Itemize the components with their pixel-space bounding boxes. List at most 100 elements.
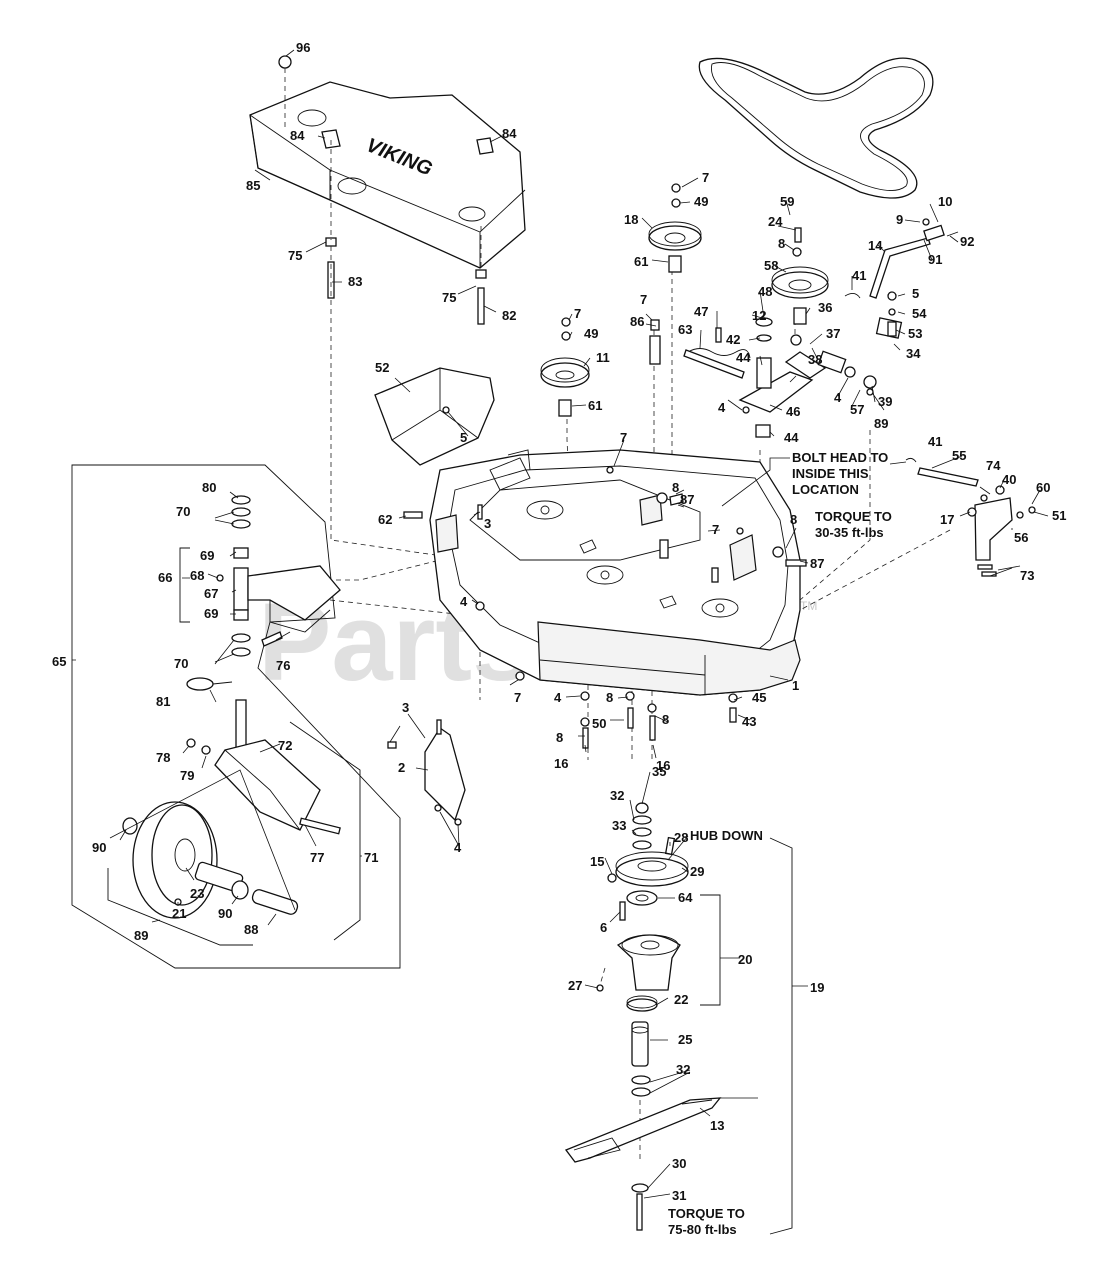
- callout-69: 69: [200, 548, 214, 563]
- callout-2: 2: [398, 760, 405, 775]
- callout-3: 3: [402, 700, 409, 715]
- callout-84: 84: [502, 126, 517, 141]
- callout-72: 72: [278, 738, 292, 753]
- callout-4: 4: [834, 390, 842, 405]
- callout-73: 73: [1020, 568, 1034, 583]
- callout-15: 15: [590, 854, 604, 869]
- callout-61: 61: [634, 254, 648, 269]
- callout-6: 6: [600, 920, 607, 935]
- carriage-bolt: [785, 559, 807, 567]
- callout-50: 50: [592, 716, 606, 731]
- drive-belt: [698, 57, 934, 199]
- caster-wheel: [122, 801, 299, 919]
- bolt: [715, 327, 722, 343]
- callout-68: 68: [190, 568, 204, 583]
- callout-89: 89: [874, 416, 888, 431]
- bolt: [742, 406, 750, 414]
- bracket-71: [289, 721, 361, 941]
- callout-77: 77: [310, 850, 324, 865]
- callout-66: 66: [158, 570, 172, 585]
- callout-8: 8: [778, 236, 785, 251]
- callout-84: 84: [290, 128, 305, 143]
- mower-deck: [429, 449, 801, 696]
- callout-8: 8: [790, 512, 797, 527]
- washer: [631, 1183, 649, 1193]
- callout-75: 75: [442, 290, 456, 305]
- bolt: [649, 715, 656, 741]
- callout-49: 49: [694, 194, 708, 209]
- callout-71: 71: [364, 850, 378, 865]
- callout-39: 39: [878, 394, 892, 409]
- callout-5: 5: [460, 430, 467, 445]
- note-bolt-head-3: LOCATION: [792, 482, 859, 497]
- callout-41: 41: [928, 434, 942, 449]
- bolt: [627, 707, 634, 729]
- callout-86: 86: [630, 314, 644, 329]
- callout-75: 75: [288, 248, 302, 263]
- washer: [561, 331, 571, 341]
- washer: [625, 691, 635, 701]
- callout-31: 31: [672, 1188, 686, 1203]
- callout-8: 8: [556, 730, 563, 745]
- callout-87: 87: [810, 556, 824, 571]
- callout-79: 79: [180, 768, 194, 783]
- spring: [687, 348, 751, 359]
- note-torque-deck-1: TORQUE TO: [815, 509, 892, 524]
- callout-59: 59: [780, 194, 794, 209]
- bracket-19: [769, 837, 793, 1235]
- callout-57: 57: [850, 402, 864, 417]
- callout-90: 90: [218, 906, 232, 921]
- callout-80: 80: [202, 480, 216, 495]
- callout-22: 22: [674, 992, 688, 1007]
- callout-85: 85: [246, 178, 260, 193]
- note-bolt-head-2: INSIDE THIS: [792, 466, 869, 481]
- callout-14: 14: [868, 238, 883, 253]
- callout-28: 28: [674, 830, 688, 845]
- washer: [772, 546, 784, 558]
- callout-76: 76: [276, 658, 290, 673]
- callout-63: 63: [678, 322, 692, 337]
- bolt: [582, 727, 589, 749]
- callout-7: 7: [514, 690, 521, 705]
- callout-67: 67: [204, 586, 218, 601]
- spring-body: [683, 349, 745, 379]
- spacer: [649, 335, 661, 365]
- callout-9: 9: [896, 212, 903, 227]
- callout-3: 3: [484, 516, 491, 531]
- callout-62: 62: [378, 512, 392, 527]
- callout-40: 40: [1002, 472, 1016, 487]
- callout-43: 43: [742, 714, 756, 729]
- bracket-89: [107, 868, 253, 946]
- callout-13: 13: [710, 1118, 724, 1133]
- callout-81: 81: [156, 694, 170, 709]
- callout-16: 16: [554, 756, 568, 771]
- note-torque-blade-2: 75-80 ft-lbs: [668, 1222, 737, 1237]
- note-bolt-head-1: BOLT HEAD TO: [792, 450, 888, 465]
- callout-78: 78: [156, 750, 170, 765]
- callout-36: 36: [818, 300, 832, 315]
- callout-46: 46: [786, 404, 800, 419]
- callout-91: 91: [928, 252, 942, 267]
- callout-49: 49: [584, 326, 598, 341]
- pulley-11: [540, 357, 590, 417]
- callout-1: 1: [792, 678, 799, 693]
- callout-58: 58: [764, 258, 778, 273]
- washer: [756, 334, 772, 342]
- callout-4: 4: [718, 400, 726, 415]
- bolt: [477, 504, 483, 520]
- note-hub-down: HUB DOWN: [690, 828, 763, 843]
- blade: [564, 1097, 722, 1163]
- locknut: [580, 691, 590, 701]
- callout-87: 87: [680, 492, 694, 507]
- callout-45: 45: [752, 690, 766, 705]
- washer: [671, 198, 681, 208]
- callout-29: 29: [690, 864, 704, 879]
- callout-19: 19: [810, 980, 824, 995]
- callout-44: 44: [736, 350, 751, 365]
- deck-cover: VIKING: [249, 81, 526, 269]
- callout-25: 25: [678, 1032, 692, 1047]
- pulley-18: [648, 221, 702, 273]
- callout-90: 90: [92, 840, 106, 855]
- callout-32: 32: [610, 788, 624, 803]
- bracket-20: [700, 894, 721, 1006]
